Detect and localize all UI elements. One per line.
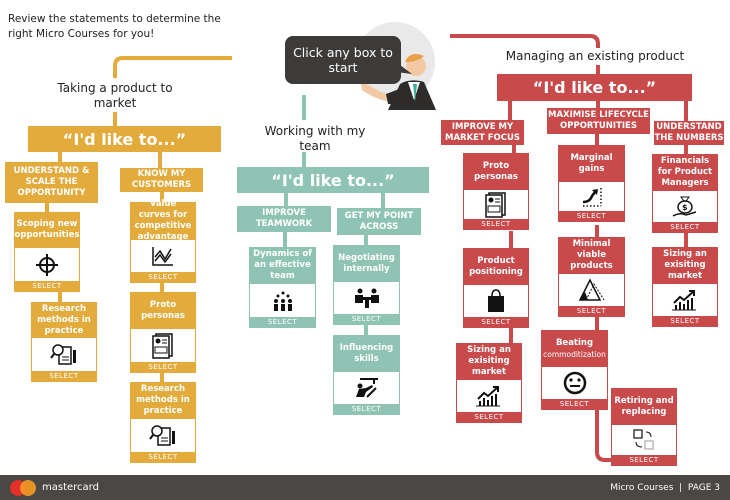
select-button[interactable]: SELECT (130, 272, 196, 283)
select-button[interactable]: SELECT (14, 281, 80, 292)
growth-chart-icon (672, 290, 696, 311)
select-button[interactable]: SELECT (456, 412, 522, 423)
course-title: Negotiating internally (333, 245, 400, 282)
intro-text: Review the statements to determine the r… (8, 13, 221, 40)
course-title: Value curves for competitive advantage (130, 199, 196, 242)
course-title: Financials for Product Managers (652, 154, 718, 191)
course-card-research-methods-2[interactable]: Research methods in practice SELECT (130, 382, 196, 463)
course-title: Product positioning (463, 248, 529, 285)
select-button[interactable]: SELECT (333, 404, 400, 415)
course-title: Research methods in practice (31, 302, 97, 338)
select-button[interactable]: SELECT (558, 306, 625, 317)
course-card-financials-product-managers[interactable]: Financials for Product Managers $ SELECT (652, 154, 718, 233)
mastercard-brand: mastercard (10, 479, 99, 496)
footer: mastercard Micro Courses | PAGE 3 (0, 475, 730, 500)
course-title: Dynamics of an effective team (249, 247, 316, 284)
click-any-box-bubble: Click any box to start (285, 36, 401, 84)
course-title: Minimal viable products (558, 237, 625, 274)
course-card-dynamics-effective-team[interactable]: Dynamics of an effective team SELECT (249, 247, 316, 328)
page-indicator: Micro Courses | PAGE 3 (610, 482, 720, 493)
presenter-icon (355, 378, 378, 398)
persona-card-icon (152, 332, 173, 359)
select-button[interactable]: SELECT (333, 314, 400, 325)
select-button[interactable]: SELECT (249, 317, 316, 328)
course-card-sizing-existing-market-2[interactable]: Sizing an exisiting market SELECT (652, 247, 718, 327)
course-card-product-positioning[interactable]: Product positioning SELECT (463, 248, 529, 328)
shopping-bag-icon (488, 289, 504, 312)
team-group-icon (273, 291, 292, 311)
course-title: Scoping new opportunities (14, 212, 80, 248)
category-understand-scale[interactable]: UNDERSTAND & SCALE THE OPPORTUNITY (5, 162, 98, 203)
category-know-customers[interactable]: KNOW MY CUSTOMERS (120, 168, 203, 192)
svg-text:$: $ (682, 203, 688, 212)
meeting-table-icon (354, 288, 379, 308)
select-button[interactable]: SELECT (652, 222, 718, 233)
research-document-icon (149, 424, 175, 446)
category-get-point-across[interactable]: GET MY POINT ACROSS (337, 208, 421, 235)
select-button[interactable]: SELECT (130, 362, 196, 373)
course-title-main: Beating (555, 337, 594, 348)
select-button[interactable]: SELECT (558, 211, 625, 222)
course-card-negotiating-internally[interactable]: Negotiating internally SELECT (333, 245, 400, 325)
presenter-illustration (360, 54, 436, 110)
course-title: Influencing skills (333, 335, 400, 372)
select-button[interactable]: SELECT (130, 452, 196, 463)
course-card-scoping-new-opportunities[interactable]: Scoping new opportunities SELECT (14, 212, 80, 292)
course-title: Sizing an exisiting market (652, 247, 718, 284)
persona-card-icon (485, 191, 506, 218)
bubble-tail (396, 62, 412, 74)
neutral-face-icon (563, 371, 586, 395)
brand-name: mastercard (42, 482, 99, 493)
course-card-marginal-gains[interactable]: Marginal gains SELECT (558, 145, 625, 222)
market-like-to-banner: “I'd like to...” (28, 126, 221, 152)
course-card-proto-personas-1[interactable]: Proto personas SELECT (130, 292, 196, 373)
select-button[interactable]: SELECT (541, 399, 608, 410)
course-card-value-curves[interactable]: Value curves for competitive advantage S… (130, 199, 196, 283)
team-like-to-banner: “I'd like to...” (237, 167, 429, 193)
course-card-beating-commoditization[interactable]: Beating commoditization SELECT (541, 330, 608, 410)
course-card-research-methods-1[interactable]: Research methods in practice SELECT (31, 302, 97, 382)
select-button[interactable]: SELECT (652, 316, 718, 327)
select-button[interactable]: SELECT (611, 455, 677, 466)
course-title: Proto personas (463, 153, 529, 190)
course-card-retiring-replacing[interactable]: Retiring and replacing SELECT (611, 388, 677, 466)
course-title: Proto personas (130, 292, 196, 329)
category-improve-market-focus[interactable]: IMPROVE MY MARKET FOCUS (441, 120, 524, 145)
course-card-sizing-existing-market-1[interactable]: Sizing an exisiting market SELECT (456, 343, 522, 423)
category-improve-teamwork[interactable]: IMPROVE TEAMWORK (237, 206, 331, 232)
section-title-market: Taking a product to market (57, 81, 173, 110)
select-button[interactable]: SELECT (31, 371, 97, 382)
growth-chart-icon (476, 386, 500, 407)
section-title-existing: Managing an existing product (505, 49, 685, 63)
category-maximise-lifecycle[interactable]: MAXIMISE LIFECYCLE OPPORTUNITIES (547, 108, 650, 134)
course-card-minimal-viable-products[interactable]: Minimal viable products SELECT (558, 237, 625, 317)
money-bag-hand-icon: $ (672, 196, 697, 217)
swap-icon (633, 429, 654, 450)
select-button[interactable]: SELECT (463, 317, 529, 328)
course-title: Sizing an exisiting market (456, 343, 522, 380)
select-button[interactable]: SELECT (463, 219, 529, 230)
connector-lines (45, 34, 688, 462)
course-card-influencing-skills[interactable]: Influencing skills SELECT (333, 335, 400, 415)
course-title: Beating commoditization (541, 330, 608, 367)
rising-arrow-icon (582, 187, 602, 207)
line-chart-icon (152, 247, 173, 266)
section-title-team: Working with my team (264, 124, 366, 153)
course-title-sub: commoditization (543, 349, 606, 359)
research-document-icon (50, 343, 76, 365)
mastercard-logo-icon (10, 479, 36, 496)
pyramid-icon (578, 278, 604, 301)
course-title: Retiring and replacing (611, 388, 677, 425)
crosshair-icon (36, 253, 58, 276)
category-understand-numbers[interactable]: UNDERSTAND THE NUMBERS (654, 121, 724, 145)
course-title: Marginal gains (558, 145, 625, 182)
existing-like-to-banner: “I'd like to...” (497, 74, 692, 101)
course-card-proto-personas-2[interactable]: Proto personas SELECT (463, 153, 529, 230)
course-title: Research methods in practice (130, 382, 196, 419)
